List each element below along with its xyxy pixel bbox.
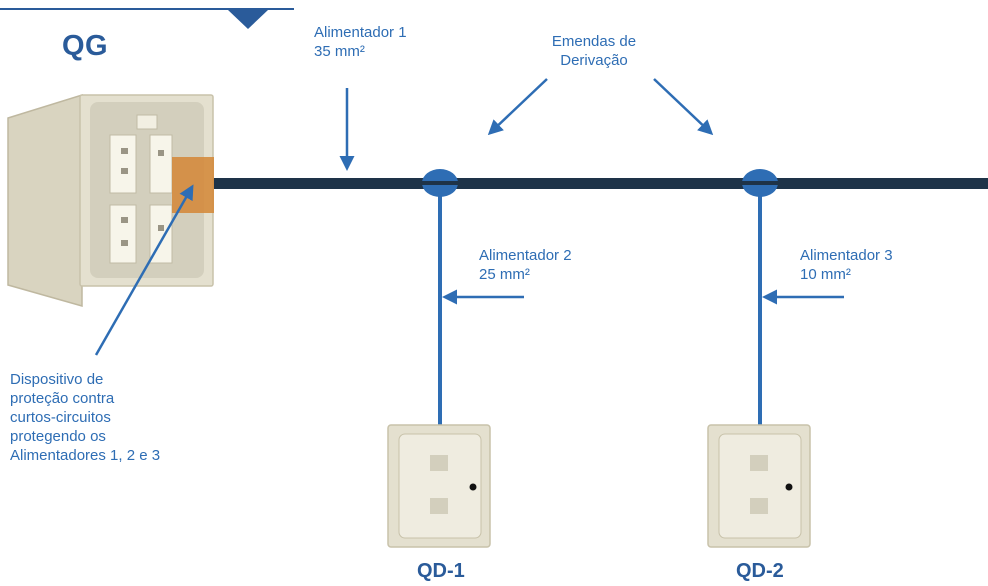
protection-desc-line: Alimentadores 1, 2 e 3 [10, 447, 161, 464]
feeder-1-label: Alimentador 1 35 mm² [314, 23, 407, 61]
feeder-1-section: 35 mm² [314, 43, 365, 60]
distribution-board-qd1 [387, 424, 491, 548]
feeder-3-name: Alimentador 3 [800, 247, 893, 264]
protection-desc-line: proteção contra [10, 390, 115, 407]
feeder-3-section: 10 mm² [800, 266, 851, 283]
feeder-2-section: 25 mm² [479, 266, 530, 283]
feeder-2-name: Alimentador 2 [479, 247, 572, 264]
main-panel-label: QG [62, 30, 109, 62]
qd1-label: QD-1 [417, 560, 465, 582]
header-decoration [0, 8, 294, 29]
splices-label-line2: Derivação [560, 52, 628, 69]
arrow-splice-left [487, 78, 548, 136]
distribution-board-qd2 [707, 424, 811, 548]
feeder-2-label: Alimentador 2 25 mm² [479, 246, 572, 284]
protection-device-highlight [172, 157, 214, 213]
arrow-protection-device [94, 184, 194, 356]
protection-desc-line: Dispositivo de [10, 371, 104, 388]
main-cable [212, 178, 988, 189]
protection-desc-line: protegendo os [10, 428, 106, 445]
splices-label: Emendas de Derivação [536, 32, 652, 70]
qd2-label: QD-2 [736, 560, 784, 582]
splices-label-line1: Emendas de [551, 33, 637, 50]
splice-2 [740, 169, 780, 197]
feeder-3-label: Alimentador 3 10 mm² [800, 246, 893, 284]
feeder-1-name: Alimentador 1 [314, 24, 407, 41]
main-panel-qg [7, 93, 214, 307]
protection-desc-line: curtos-circuitos [10, 409, 111, 426]
splice-1 [420, 169, 460, 197]
arrow-splice-right [653, 78, 714, 136]
protection-device-description: Dispositivo de proteção contra curtos-ci… [10, 370, 250, 465]
